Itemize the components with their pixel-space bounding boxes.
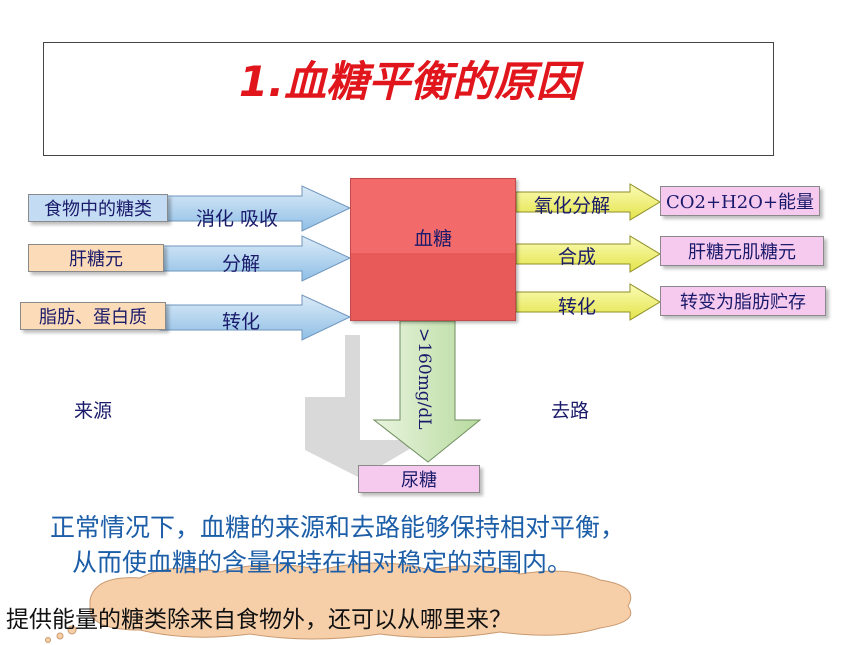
threshold-label: >160mg/dL bbox=[414, 328, 434, 430]
destination-caption: 去路 bbox=[551, 400, 590, 422]
urine-sugar-box: 尿糖 bbox=[358, 465, 480, 493]
source-box-fat-protein: 脂肪、蛋白质 bbox=[20, 302, 166, 330]
output-arrow-3 bbox=[515, 283, 661, 321]
output-arrow-1 bbox=[515, 183, 661, 221]
source-box-liver-glycogen: 肝糖元 bbox=[28, 244, 164, 272]
source-arrow-3 bbox=[159, 294, 352, 341]
question-cloud bbox=[89, 562, 632, 640]
source-arrow-1 bbox=[159, 185, 352, 232]
down-arrow bbox=[372, 320, 482, 463]
process-label-transform: 转化 bbox=[558, 296, 597, 318]
cloud-dot-2 bbox=[67, 625, 77, 635]
output-arrow-2 bbox=[515, 235, 661, 273]
output-box-energy: CO2+H2O+能量 bbox=[660, 186, 820, 216]
output-box-fat-storage: 转变为脂肪贮存 bbox=[660, 286, 826, 316]
blood-sugar-box-shade bbox=[351, 253, 515, 320]
process-label-synthesize: 合成 bbox=[558, 246, 597, 268]
output-box-glycogen: 肝糖元肌糖元 bbox=[660, 236, 824, 266]
source-arrow-2 bbox=[159, 235, 352, 282]
cloud-dot-1 bbox=[56, 632, 64, 640]
process-label-digest-absorb: 消化 吸收 bbox=[196, 208, 279, 230]
page-title: 1.血糖平衡的原因 bbox=[238, 57, 579, 106]
summary-line-1: 正常情况下，血糖的来源和去路能够保持相对平衡， bbox=[50, 513, 626, 542]
summary-line-2: 从而使血糖的含量保持在相对稳定的范围内。 bbox=[72, 548, 573, 577]
source-box-food: 食物中的糖类 bbox=[28, 194, 168, 222]
source-caption: 来源 bbox=[74, 400, 113, 422]
process-label-oxidize: 氧化分解 bbox=[534, 195, 611, 217]
process-label-decompose: 分解 bbox=[222, 253, 261, 275]
question-text: 提供能量的糖类除来自食物外，还可以从哪里来？ bbox=[6, 607, 512, 633]
down-arrow-shadow bbox=[305, 335, 425, 478]
title-box bbox=[43, 42, 774, 156]
process-label-convert: 转化 bbox=[222, 311, 261, 333]
cloud-dot-3 bbox=[45, 637, 51, 643]
blood-sugar-box bbox=[350, 178, 516, 321]
blood-sugar-label: 血糖 bbox=[413, 228, 452, 250]
